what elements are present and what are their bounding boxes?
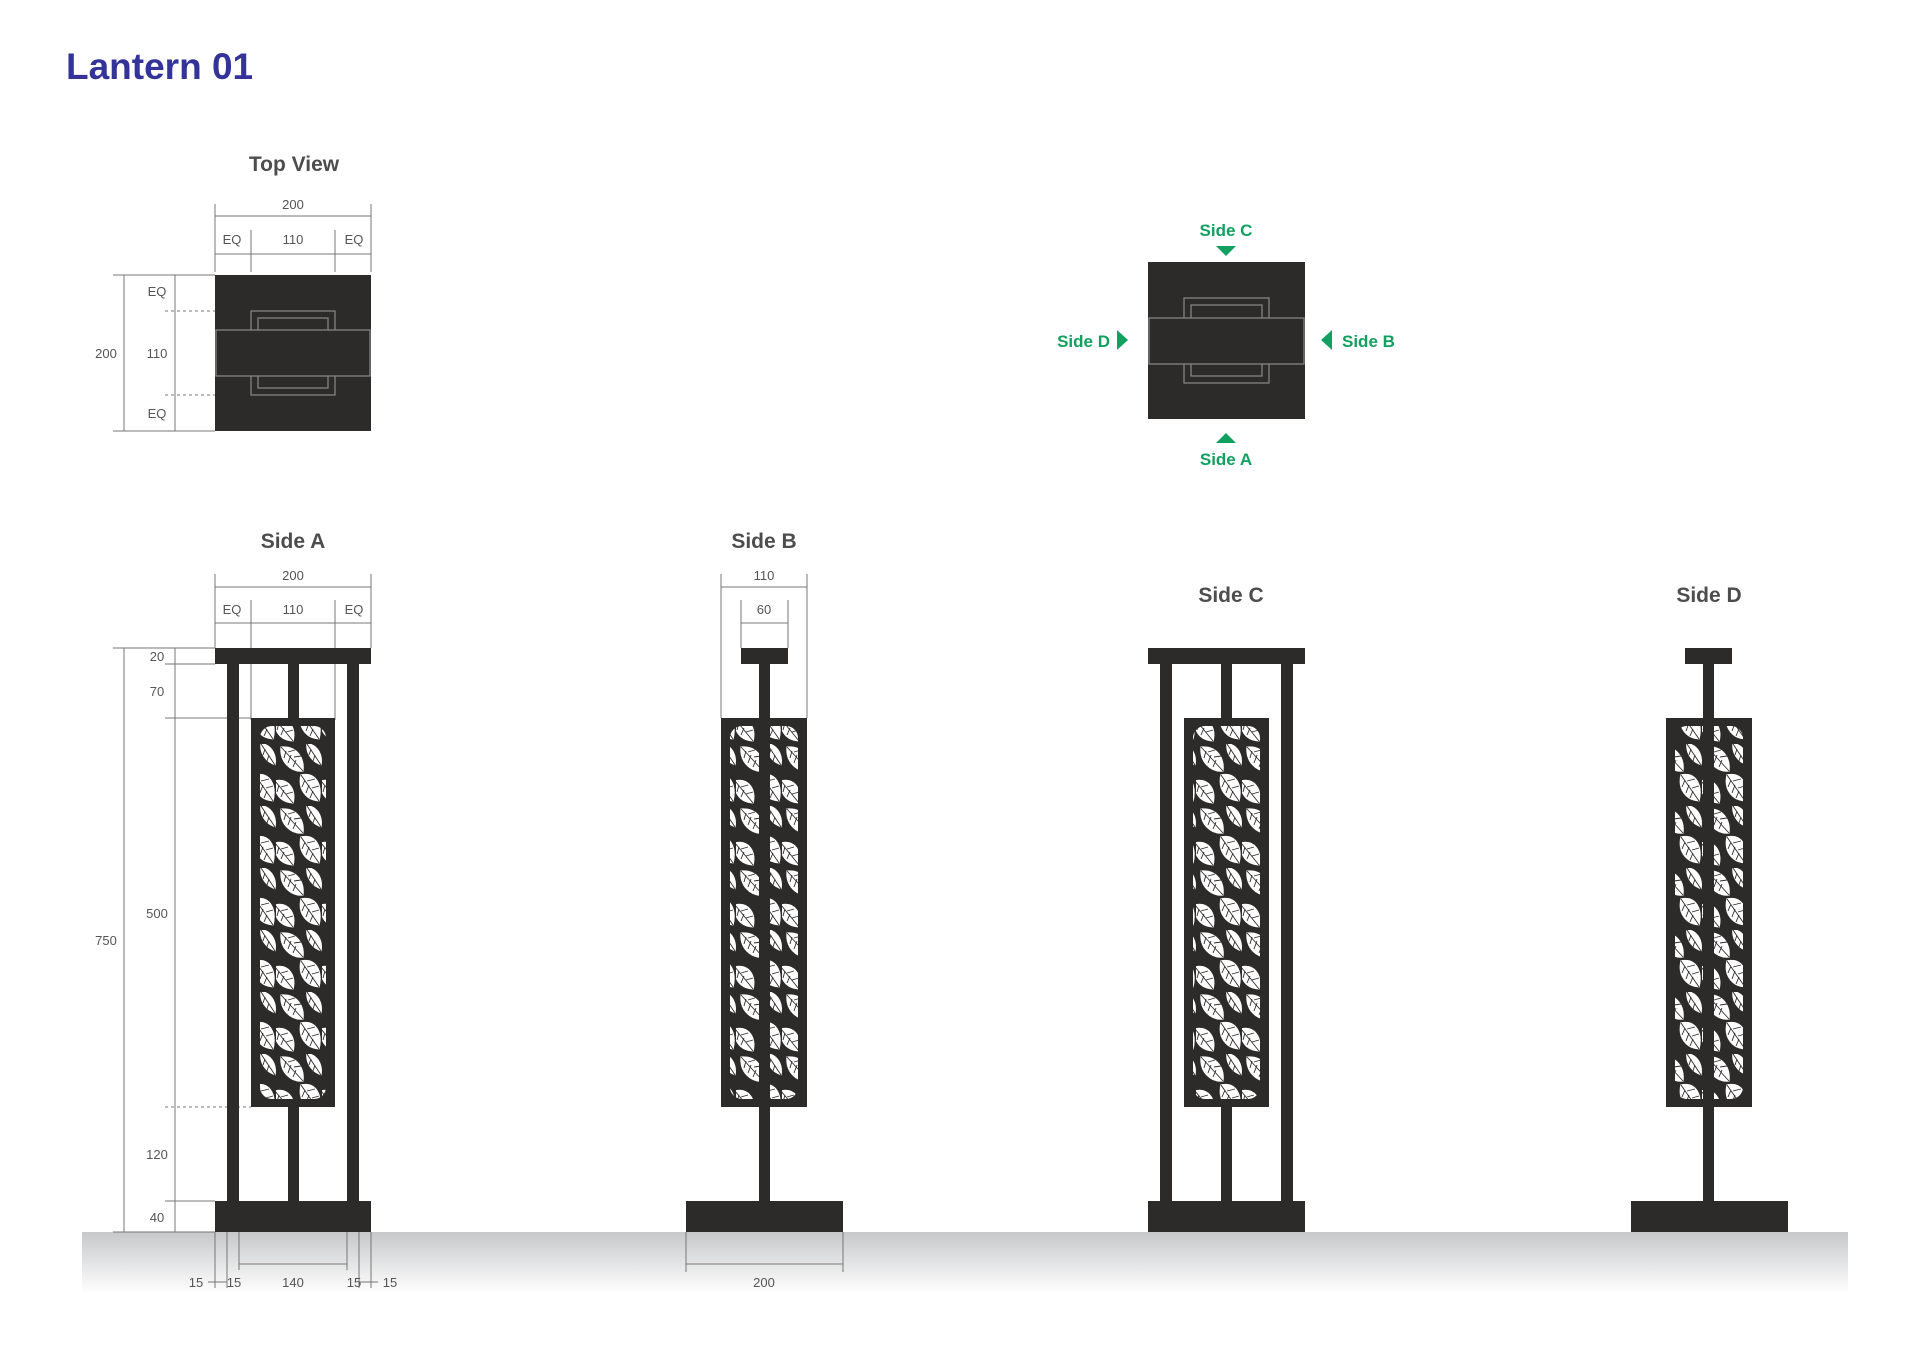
side-b-dim-width: 110 [754,568,775,583]
side-b-view: Side B 110 60 200 [685,530,844,1290]
side-a-dim-total-height: 750 [95,933,117,948]
top-view-dim-eq-right: EQ [345,232,364,247]
top-view-dim-width: 200 [282,197,304,212]
side-a-dim-base: 40 [150,1210,164,1225]
side-a-dim-gap-top: 70 [150,684,164,699]
side-c-title: Side C [1198,584,1263,607]
side-c-top-cap [1148,648,1305,664]
top-view-dim-mid: 110 [147,346,168,361]
side-a-dim-eq-right: EQ [345,602,364,617]
top-view-dim-eq-bottom: EQ [148,406,167,421]
side-a-dim-b2: 15 [227,1275,241,1290]
side-a-dim-b5: 15 [383,1275,397,1290]
side-b-top-cap [741,648,788,664]
side-a-dim-panel: 500 [146,906,168,921]
triangle-arrow-icon [1321,330,1332,350]
top-view-dim-height: 200 [95,346,117,361]
side-b-dim-cap: 60 [757,602,771,617]
top-view-dim-eq-top: EQ [148,284,167,299]
side-a-post-right [347,664,359,1201]
triangle-arrow-icon [1117,330,1128,350]
side-d-base [1631,1201,1788,1232]
top-view: Top View 200 EQ 110 EQ 200 EQ 110 EQ [95,153,372,432]
side-c-base [1148,1201,1305,1232]
side-a-rod-lower [288,1106,299,1201]
top-view-dim-middle: 110 [283,232,304,247]
side-b-dim-base: 200 [753,1275,775,1290]
side-a-title: Side A [261,530,326,553]
side-a-dim-eq-left: EQ [223,602,242,617]
side-d-view: Side D [1631,584,1788,1232]
side-b-title: Side B [731,530,796,553]
side-d-top-cap [1685,648,1732,664]
side-a-dim-width: 200 [282,568,304,583]
orientation-label-side-c: Side C [1200,221,1253,240]
side-a-base [215,1201,371,1232]
side-c-view: Side C [1148,584,1305,1232]
triangle-arrow-icon [1216,433,1236,443]
side-a-dim-middle: 110 [283,602,304,617]
side-c-post-left [1160,664,1172,1201]
side-d-title: Side D [1676,584,1741,607]
side-a-dim-b4: 15 [347,1275,361,1290]
orientation-label-side-b: Side B [1342,332,1395,351]
triangle-arrow-icon [1216,246,1236,256]
top-view-dim-eq-left: EQ [223,232,242,247]
side-a-dim-b3: 140 [282,1275,304,1290]
side-c-rod-lower [1221,1106,1232,1201]
side-a-post-left [227,664,239,1201]
orientation-label-side-a: Side A [1200,450,1252,469]
side-a-dim-top: 20 [150,649,164,664]
top-view-title: Top View [249,153,340,176]
page-title: Lantern 01 [66,46,254,87]
side-c-post-right [1281,664,1293,1201]
side-c-rod-upper [1221,664,1232,719]
side-a-top-cap [215,648,371,664]
side-b-base [686,1201,843,1232]
side-a-view: Side A 200 EQ 110 EQ 750 20 70 500 120 4… [95,530,397,1290]
orientation-key: Side C Side A Side D Side B [1057,221,1395,469]
orientation-label-side-d: Side D [1057,332,1110,351]
side-a-dim-gap-bottom: 120 [146,1147,168,1162]
side-a-dim-b1: 15 [189,1275,203,1290]
side-a-rod-upper [288,664,299,719]
ground-plane [82,1232,1848,1294]
